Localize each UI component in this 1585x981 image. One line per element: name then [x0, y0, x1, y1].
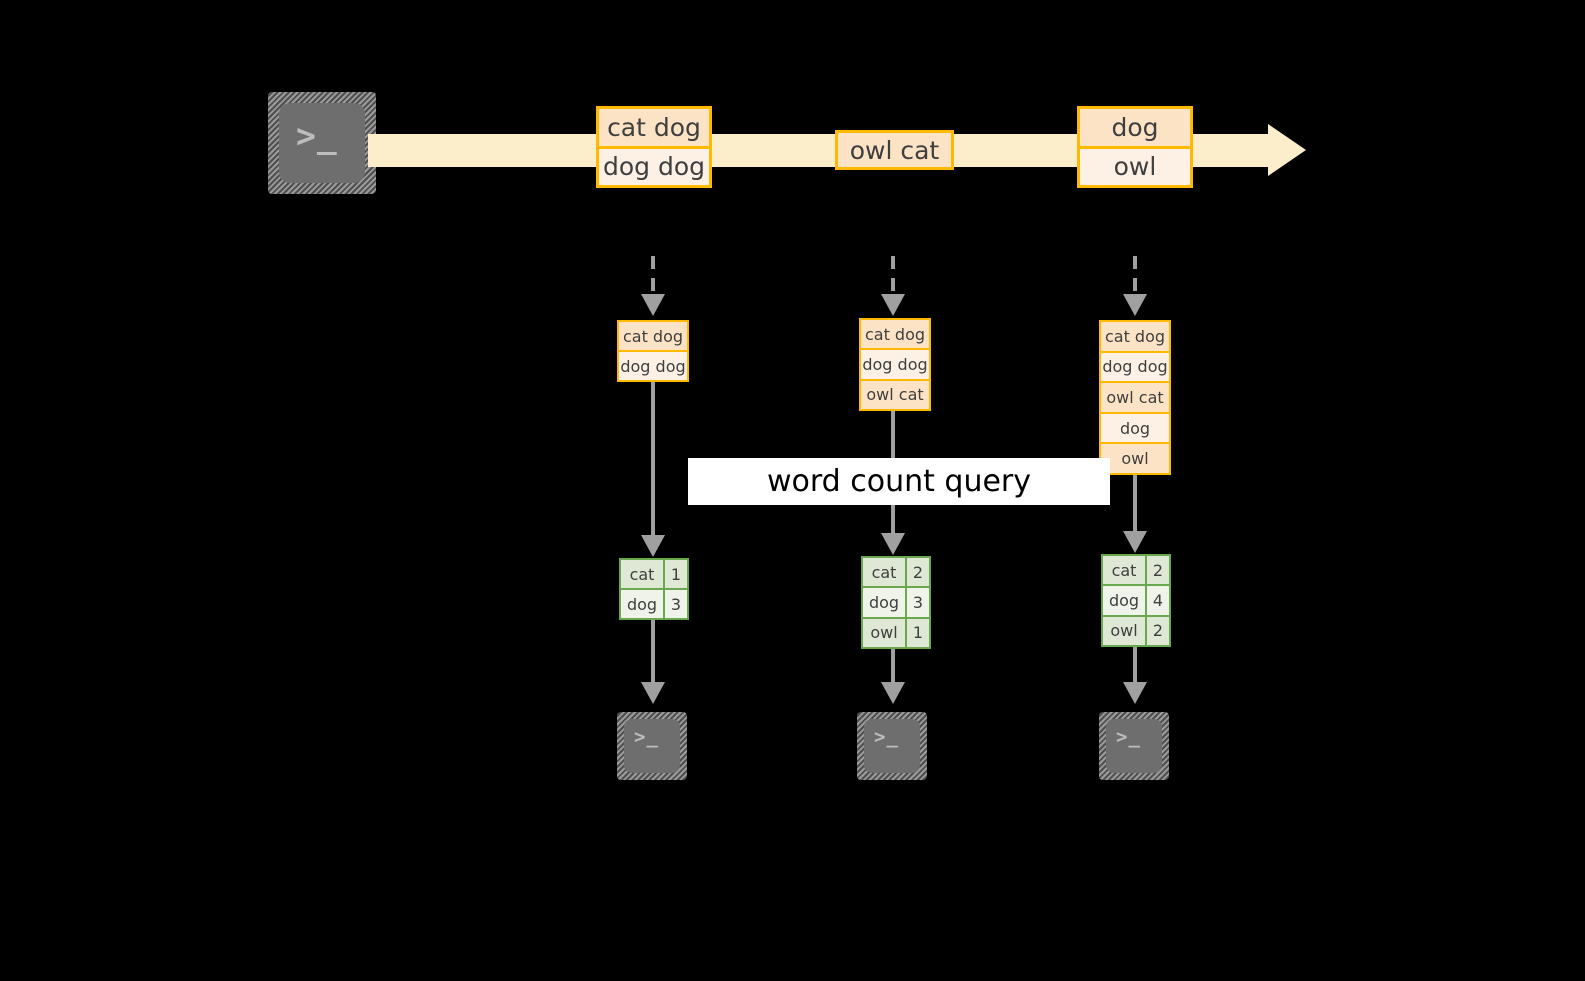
stream-event-line: owl cat — [838, 133, 951, 167]
accumulated-event-line: owl cat — [1101, 381, 1169, 412]
stream-event-1: cat dog dog dog — [596, 106, 712, 188]
accumulated-event-line: dog dog — [619, 350, 687, 380]
result-word: cat — [863, 558, 907, 587]
accumulated-event-line: cat dog — [619, 322, 687, 350]
accumulated-event-line: owl — [1101, 442, 1169, 473]
accumulated-event-line: dog dog — [861, 348, 929, 379]
query-connector-arrowhead-1 — [641, 535, 665, 557]
trigger-connector-arrowhead-3 — [1123, 294, 1147, 316]
table-row: owl 1 — [863, 616, 929, 647]
query-connector-1 — [651, 382, 655, 539]
accumulated-event-line: owl cat — [861, 378, 929, 409]
trigger-connector-3 — [1133, 256, 1137, 298]
sink-connector-2 — [891, 649, 895, 686]
terminal-screen: >_ — [624, 719, 680, 773]
table-row: dog 3 — [621, 588, 687, 618]
terminal-screen: >_ — [1106, 719, 1162, 773]
sink-connector-arrowhead-3 — [1123, 682, 1147, 704]
accumulated-events-3: cat dog dog dog owl cat dog owl — [1099, 320, 1171, 475]
table-row: cat 2 — [863, 558, 929, 587]
sink-connector-arrowhead-1 — [641, 682, 665, 704]
result-word: owl — [1103, 616, 1147, 645]
sink-connector-1 — [651, 620, 655, 686]
sink-terminal-icon-2: >_ — [857, 712, 927, 780]
sink-terminal-icon-3: >_ — [1099, 712, 1169, 780]
trigger-connector-arrowhead-2 — [881, 294, 905, 316]
terminal-prompt-glyph: >_ — [1116, 726, 1141, 748]
accumulated-events-2: cat dog dog dog owl cat — [859, 318, 931, 411]
accumulated-event-line: cat dog — [1101, 322, 1169, 351]
result-count: 3 — [907, 588, 929, 617]
accumulated-event-line: dog — [1101, 411, 1169, 443]
result-count: 4 — [1147, 586, 1169, 615]
result-table-2: cat 2 dog 3 owl 1 — [861, 556, 931, 649]
query-connector-arrowhead-3 — [1123, 531, 1147, 553]
table-row: owl 2 — [1103, 614, 1169, 645]
stream-event-line: dog — [1080, 109, 1190, 146]
terminal-screen: >_ — [279, 103, 365, 183]
terminal-prompt-glyph: >_ — [634, 726, 659, 748]
table-row: cat 2 — [1103, 556, 1169, 585]
sink-terminal-icon-1: >_ — [617, 712, 687, 780]
result-word: dog — [621, 590, 665, 618]
result-word: dog — [1103, 586, 1147, 615]
trigger-connector-2 — [891, 256, 895, 298]
sink-connector-3 — [1133, 647, 1137, 686]
result-word: cat — [1103, 556, 1147, 585]
query-label-banner: word count query — [688, 458, 1110, 505]
result-count: 3 — [665, 590, 687, 618]
stream-event-line: owl — [1080, 145, 1190, 185]
accumulated-event-line: cat dog — [861, 320, 929, 349]
stream-event-3: dog owl — [1077, 106, 1193, 188]
terminal-prompt-glyph: >_ — [874, 726, 899, 748]
result-word: owl — [863, 618, 907, 647]
terminal-screen: >_ — [864, 719, 920, 773]
result-count: 2 — [1147, 556, 1169, 585]
query-connector-3 — [1133, 475, 1137, 535]
table-row: dog 3 — [863, 586, 929, 617]
result-table-3: cat 2 dog 4 owl 2 — [1101, 554, 1171, 647]
result-count: 1 — [907, 618, 929, 647]
terminal-prompt-glyph: >_ — [296, 116, 338, 155]
result-table-1: cat 1 dog 3 — [619, 558, 689, 620]
result-count: 2 — [907, 558, 929, 587]
stream-event-line: dog dog — [599, 145, 709, 185]
source-terminal-icon: >_ — [268, 92, 376, 194]
result-word: dog — [863, 588, 907, 617]
query-label-text: word count query — [766, 464, 1032, 499]
stream-event-line: cat dog — [599, 109, 709, 146]
table-row: cat 1 — [621, 560, 687, 588]
result-count: 1 — [665, 560, 687, 588]
trigger-connector-1 — [651, 256, 655, 298]
query-connector-arrowhead-2 — [881, 533, 905, 555]
result-count: 2 — [1147, 616, 1169, 645]
accumulated-events-1: cat dog dog dog — [617, 320, 689, 382]
stream-event-2: owl cat — [835, 130, 954, 170]
trigger-connector-arrowhead-1 — [641, 294, 665, 316]
table-row: dog 4 — [1103, 584, 1169, 615]
sink-connector-arrowhead-2 — [881, 682, 905, 704]
event-stream-arrowhead — [1268, 124, 1306, 176]
result-word: cat — [621, 560, 665, 588]
accumulated-event-line: dog dog — [1101, 350, 1169, 382]
